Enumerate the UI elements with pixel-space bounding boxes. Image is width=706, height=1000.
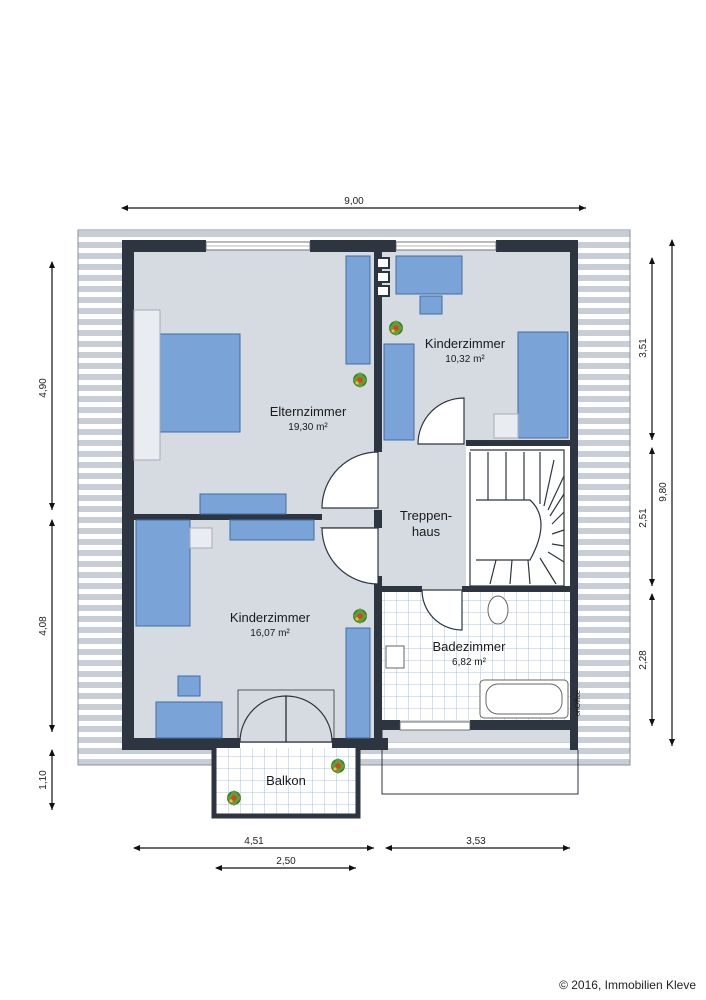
room-name-treppenhaus: Treppen- (400, 508, 452, 523)
furniture (133, 255, 569, 739)
dim-right-lower: 2,28 (638, 650, 649, 670)
dim-top-total: 9,00 (344, 196, 364, 207)
room-area-badezimmer: 6,82 m² (452, 657, 487, 668)
walls (122, 240, 578, 750)
dim-bottom-right: 3,53 (466, 836, 486, 847)
bath-fixtures (385, 595, 569, 719)
chimney (376, 257, 390, 297)
dim-right-total: 9,80 (658, 482, 669, 502)
room-name-balkon: Balkon (266, 773, 306, 788)
dim-bottom-balcony: 2,50 (276, 856, 296, 867)
doors (239, 397, 465, 743)
dim-left-upper: 4,90 (38, 378, 49, 398)
room-name-kinderzimmer-2: Kinderzimmer (230, 610, 311, 625)
dimension-lines (49, 205, 675, 871)
room-area-kinderzimmer-2: 16,07 m² (250, 628, 290, 639)
logo-mark: onOffice (575, 690, 582, 716)
room-area-elternzimmer: 19,30 m² (288, 422, 328, 433)
room-name-kinderzimmer-1: Kinderzimmer (425, 336, 506, 351)
room-area-kinderzimmer-1: 10,32 m² (445, 354, 485, 365)
room-name-badezimmer: Badezimmer (433, 639, 507, 654)
stair-area (466, 444, 570, 590)
copyright-notice: © 2016, Immobilien Kleve (559, 978, 696, 992)
balcony-railing (211, 748, 361, 819)
dim-left-lower: 4,08 (38, 616, 49, 636)
windows (205, 241, 497, 731)
dim-left-balcony: 1,10 (38, 770, 49, 790)
balcony-door-frame (237, 689, 335, 743)
room-name-treppenhaus-2: haus (412, 524, 441, 539)
room-name-elternzimmer: Elternzimmer (270, 404, 347, 419)
dim-right-middle: 2,51 (638, 508, 649, 528)
dim-right-upper: 3,51 (638, 338, 649, 358)
terrace-outline (381, 730, 579, 795)
stairs (469, 449, 565, 587)
dim-bottom-left: 4,51 (244, 836, 264, 847)
